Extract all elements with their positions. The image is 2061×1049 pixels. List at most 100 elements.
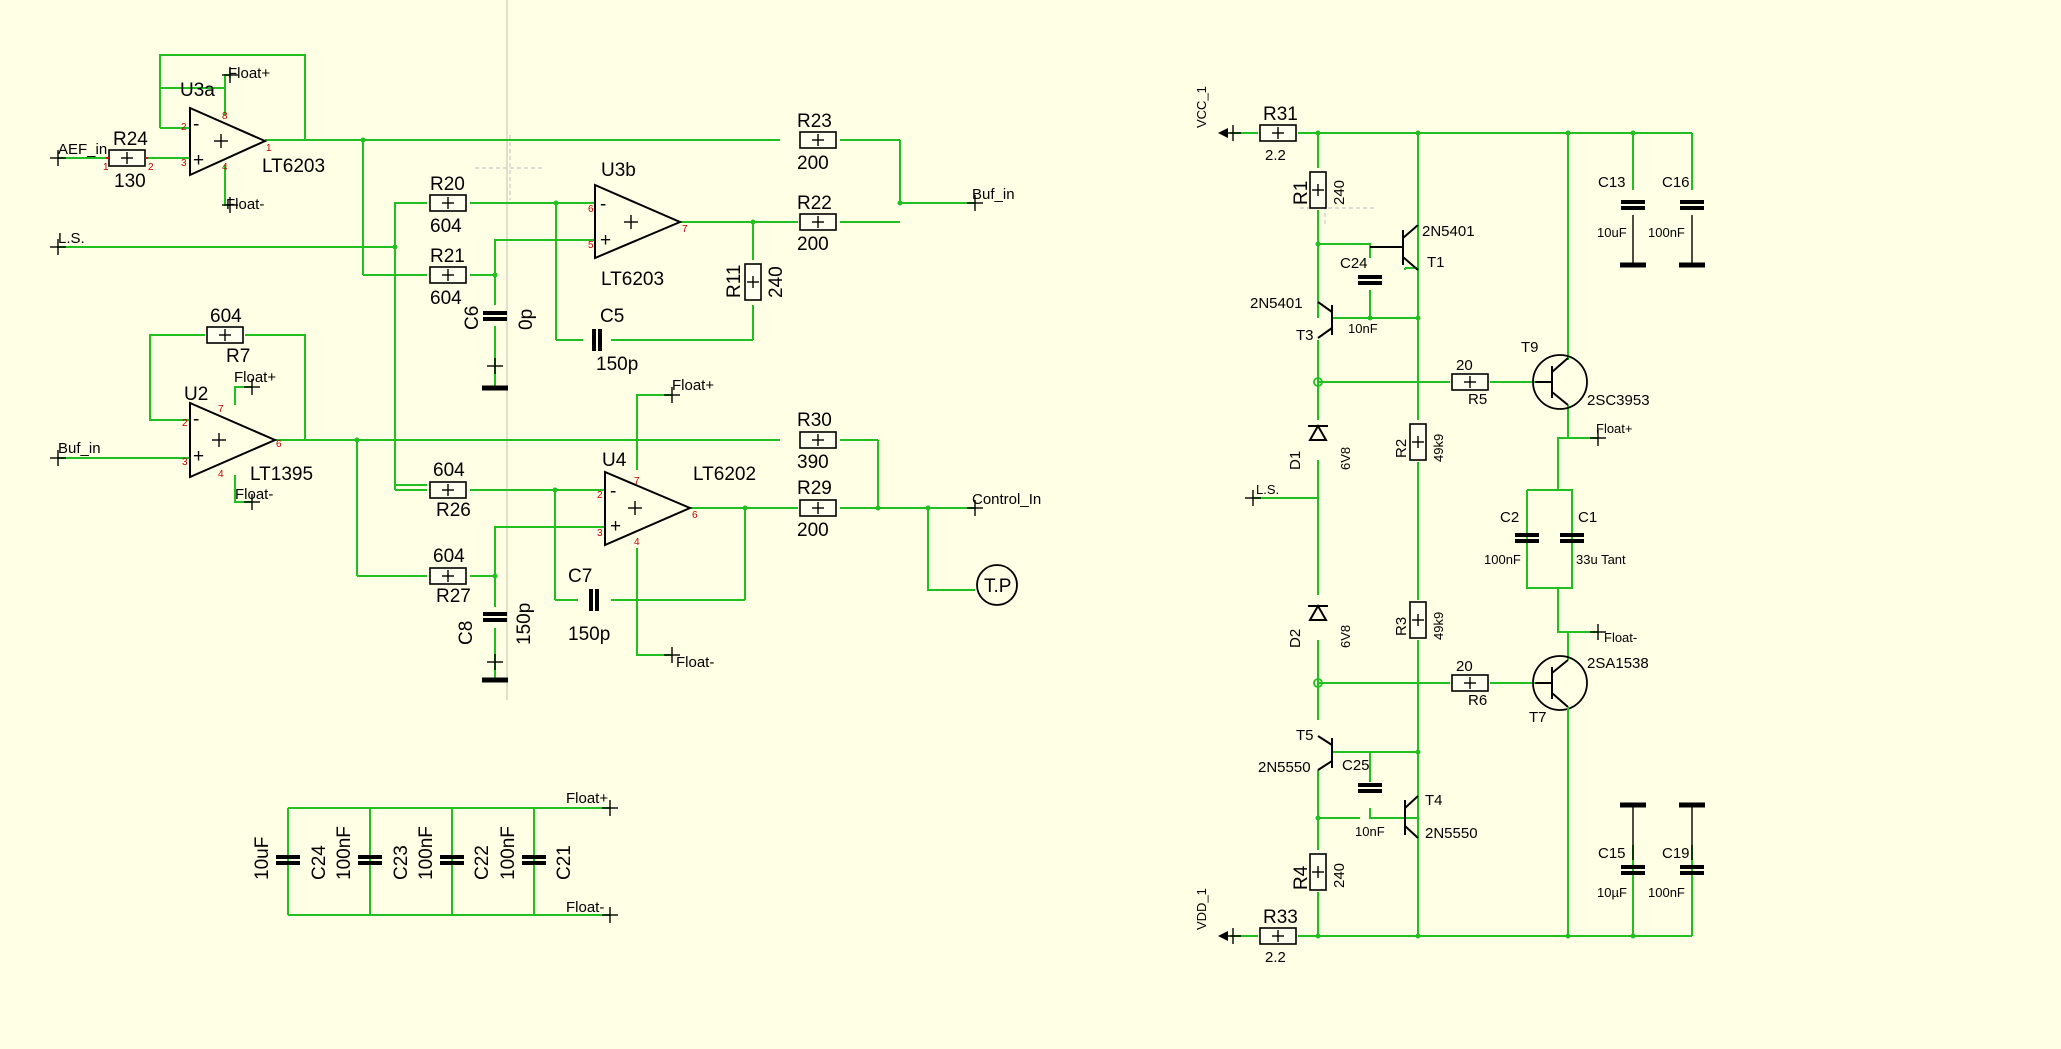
transistor-t5[interactable]: T5 2N5550 [1258, 727, 1333, 776]
resistor-r30[interactable]: R30 390 [797, 410, 837, 473]
r24-ref: R24 [113, 129, 148, 150]
t3-part: 2N5401 [1250, 295, 1303, 312]
r24-value: 130 [114, 171, 146, 192]
c5-ref: C5 [600, 306, 624, 327]
t1-part: 2N5401 [1422, 223, 1475, 240]
transistor-t9[interactable]: T9 2SC3953 [1521, 339, 1650, 410]
capacitor-c8[interactable]: C8 150p [456, 603, 535, 683]
c15-value: 10µF [1597, 885, 1627, 900]
r33-value: 2.2 [1265, 949, 1286, 966]
test-point-tp[interactable]: T.P [928, 564, 1018, 606]
capacitor-c5[interactable]: C5 150p [592, 306, 638, 375]
r27-value: 604 [433, 546, 465, 567]
resistor-r3[interactable]: R3 49k9 [1393, 601, 1446, 640]
c6-ref: C6 [462, 306, 483, 330]
u3a-float-minus: Float- [226, 196, 264, 213]
r31-ref: R31 [1263, 104, 1298, 125]
t9-ref: T9 [1521, 339, 1539, 356]
u2-float-minus: Float- [235, 486, 273, 503]
capacitor-c2[interactable]: C2 100nF [1484, 509, 1541, 567]
c7-ref: C7 [568, 566, 592, 587]
c7-value: 150p [568, 624, 610, 645]
resistor-r4[interactable]: R4 240 [1291, 853, 1348, 891]
capacitor-c25[interactable]: C25 10nF [1342, 757, 1385, 839]
transistor-t7[interactable]: 2SA1538 T7 [1529, 655, 1649, 726]
transistor-t4[interactable]: T4 2N5550 [1404, 792, 1478, 842]
transistor-t1[interactable]: 2N5401 T1 [1370, 133, 1475, 271]
r33-ref: R33 [1263, 907, 1298, 928]
net-labels-left: AEF_in L.S. Buf_in Buf_in Control_In Flo… [49, 65, 1041, 924]
resistor-r11[interactable]: R11 240 [724, 263, 787, 301]
capacitor-c24-small[interactable]: C24 10nF [1340, 255, 1384, 336]
opamp-u4[interactable]: U4 LT6202 - + [602, 450, 756, 547]
r7-value: 604 [210, 306, 242, 327]
c5-value: 150p [596, 354, 638, 375]
c19-ref: C19 [1662, 845, 1690, 862]
resistor-r22[interactable]: R22 200 [797, 193, 837, 255]
t5-ref: T5 [1296, 727, 1314, 744]
bank-c-10uf-value: 10uF [252, 837, 273, 880]
svg-text:2: 2 [597, 490, 603, 501]
resistor-r23[interactable]: R23 200 [797, 111, 837, 174]
u4-part: LT6202 [693, 464, 756, 485]
c8-ref: C8 [456, 621, 477, 645]
bank-c21-ref: C21 [554, 845, 575, 880]
r2-ref: R2 [1393, 439, 1410, 458]
resistor-r21[interactable]: R21 604 [429, 246, 467, 309]
u4-minus-sign: - [610, 481, 616, 502]
c1-ref: C1 [1578, 509, 1597, 526]
resistor-r20[interactable]: R20 604 [429, 174, 467, 237]
capacitor-c1[interactable]: C1 33u Tant [1558, 509, 1626, 567]
r7-ref: R7 [226, 346, 250, 367]
net-buf-in: Buf_in [58, 440, 101, 457]
r4-value: 240 [1331, 863, 1348, 888]
r30-value: 390 [797, 452, 829, 473]
u4-plus-sign: + [610, 516, 621, 537]
t7-part: 2SA1538 [1587, 655, 1649, 672]
r21-ref: R21 [430, 246, 465, 267]
resistor-r31[interactable]: R31 2.2 [1259, 104, 1298, 164]
u3b-plus-sign: + [600, 230, 611, 251]
resistor-r24[interactable]: R24 130 [106, 129, 148, 192]
resistor-r27[interactable]: 604 R27 [429, 546, 471, 607]
supply-capacitors[interactable]: C13 10uF C16 100nF C15 10µF C19 100nF [1597, 174, 1706, 900]
svg-text:1: 1 [266, 143, 272, 154]
opamp-u3b[interactable]: U3b LT6203 - + [594, 160, 683, 290]
r29-value: 200 [797, 520, 829, 541]
r11-ref: R11 [724, 265, 745, 298]
resistor-r6[interactable]: 20 R6 [1451, 658, 1489, 709]
diode-d1[interactable]: D1 6V8 [1287, 423, 1353, 470]
resistor-r29[interactable]: R29 200 [797, 478, 837, 541]
r26-value: 604 [433, 460, 465, 481]
c13-value: 10uF [1597, 225, 1627, 240]
capacitor-c6[interactable]: C6 0p [462, 306, 537, 391]
resistor-r33[interactable]: R33 2.2 [1259, 907, 1298, 966]
r3-value: 49k9 [1431, 612, 1446, 640]
svg-text:5: 5 [588, 240, 594, 251]
opamp-u2[interactable]: U2 LT1395 - + [184, 384, 313, 485]
resistor-r2[interactable]: R2 49k9 [1393, 423, 1446, 462]
bypass-capacitor-bank[interactable]: 10uF C24 100nF C23 100nF C22 100nF C21 [252, 826, 575, 880]
c19-value: 100nF [1648, 885, 1685, 900]
opamp-u3a[interactable]: U3a LT6203 - + [180, 80, 325, 177]
net-ls: L.S. [58, 230, 85, 247]
r23-value: 200 [797, 153, 829, 174]
diode-d2[interactable]: D2 6V8 [1287, 603, 1353, 648]
svg-text:4: 4 [634, 537, 640, 548]
bank-c23-ref: C23 [391, 845, 412, 880]
resistor-r1[interactable]: R1 240 [1291, 171, 1348, 209]
net-buf-in-out: Buf_in [972, 186, 1015, 203]
resistor-r7[interactable]: 604 R7 [206, 306, 250, 367]
c13-ref: C13 [1598, 174, 1626, 191]
r6-value: 20 [1456, 658, 1473, 675]
wires-left [58, 54, 975, 916]
c1-value: 33u Tant [1576, 552, 1626, 567]
capacitor-c7[interactable]: C7 150p [568, 566, 610, 645]
d2-value: 6V8 [1338, 625, 1353, 648]
d2-ref: D2 [1287, 629, 1304, 648]
svg-text:2: 2 [181, 122, 187, 133]
resistor-r26[interactable]: 604 R26 [429, 460, 471, 521]
transistor-t3[interactable]: 2N5401 T3 [1250, 295, 1333, 344]
resistor-r5[interactable]: 20 R5 [1451, 357, 1489, 408]
